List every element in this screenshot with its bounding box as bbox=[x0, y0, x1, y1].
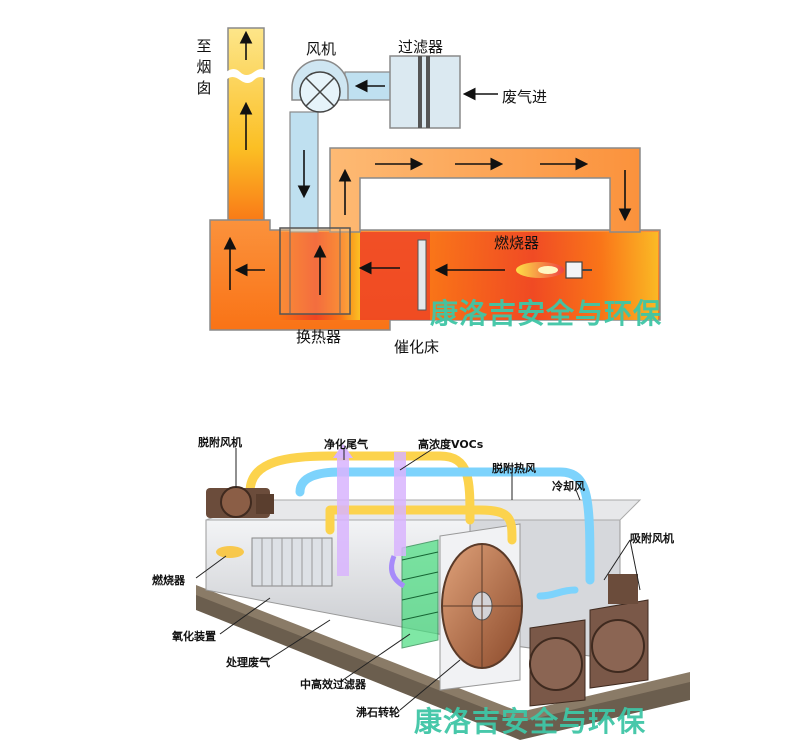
zeolite-rotor-label: 沸石转轮 bbox=[356, 706, 400, 719]
exhaust-in-label: 废气进 bbox=[502, 88, 548, 106]
exhaust-stacks bbox=[333, 444, 406, 589]
desorption-fan-icon bbox=[206, 486, 274, 518]
heat-exchanger bbox=[223, 227, 400, 315]
treated-exhaust-label: 处理废气 bbox=[226, 656, 270, 669]
mid-high-filter bbox=[401, 539, 439, 649]
heat-exchanger-label: 换热器 bbox=[296, 328, 342, 346]
oxidation-device bbox=[216, 537, 333, 587]
desorption-fan-label: 脱附风机 bbox=[198, 436, 242, 449]
zeolite-rotor bbox=[439, 523, 523, 691]
burner-label-bottom: 燃烧器 bbox=[152, 574, 185, 587]
hot-air-ducts bbox=[245, 451, 517, 545]
watermark-top: 康洛吉安全与环保 bbox=[430, 297, 663, 330]
fan-label: 风机 bbox=[306, 40, 337, 58]
catalytic-bed bbox=[417, 239, 505, 311]
mid-high-filter-label: 中高效过滤器 bbox=[300, 678, 366, 691]
filter-box bbox=[389, 55, 498, 129]
adsorption-fan-label: 吸附风机 bbox=[630, 532, 674, 545]
inlet-duct bbox=[289, 71, 396, 233]
desorption-hot-air-label: 脱附热风 bbox=[492, 462, 536, 475]
adsorption-fan-icon bbox=[529, 574, 649, 707]
watermark-bottom: 康洛吉安全与环保 bbox=[414, 705, 647, 738]
catalytic-bed-label: 催化床 bbox=[394, 338, 440, 356]
leader-lines bbox=[195, 447, 641, 711]
cooling-air-label: 冷却风 bbox=[552, 480, 585, 493]
high-conc-vocs-label: 高浓度VOCs bbox=[418, 438, 484, 451]
fan-icon bbox=[291, 59, 349, 113]
filter-label: 过滤器 bbox=[398, 38, 444, 56]
burner-icon bbox=[516, 261, 592, 279]
oxidation-device-label: 氧化装置 bbox=[172, 630, 216, 643]
burner-label: 燃烧器 bbox=[494, 234, 540, 252]
chimney-label: 至烟囱 bbox=[196, 37, 212, 97]
cooling-air-ducts bbox=[295, 467, 595, 600]
chimney bbox=[226, 27, 268, 229]
purified-exhaust-label: 净化尾气 bbox=[324, 438, 368, 451]
